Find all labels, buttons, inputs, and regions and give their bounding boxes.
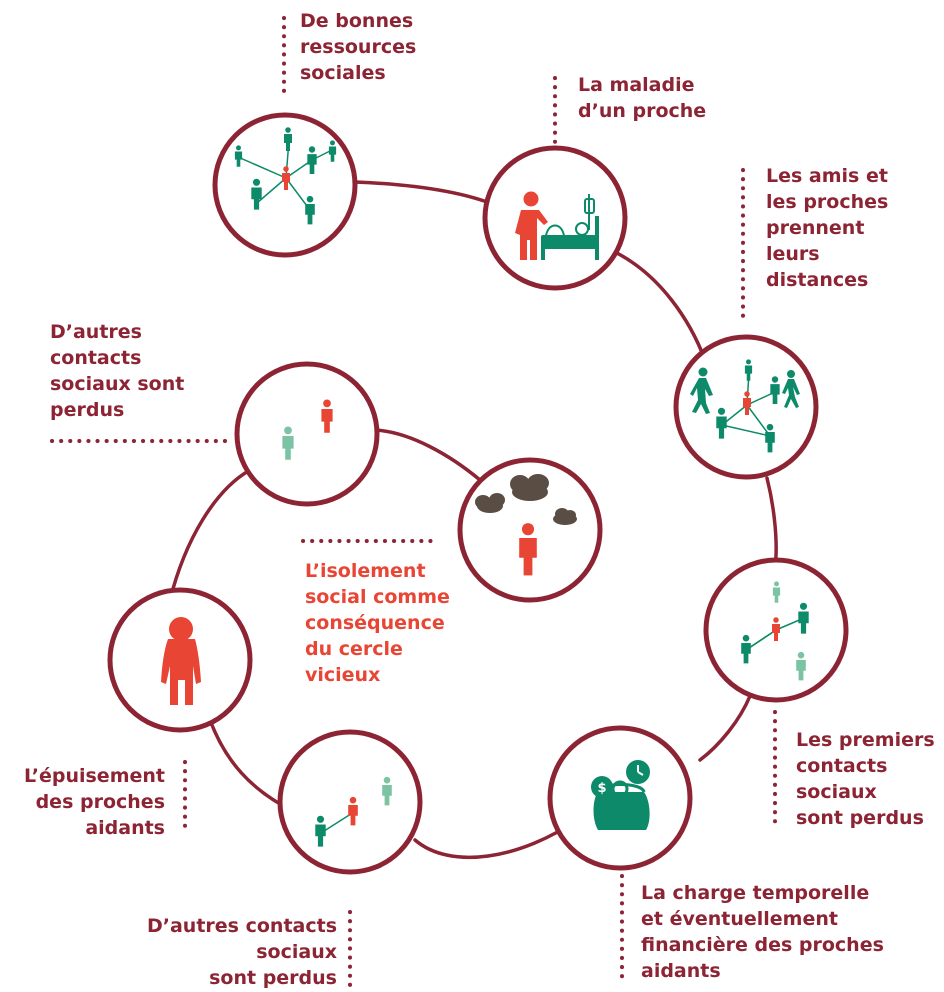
social-network-icon [212, 112, 358, 258]
label-isolation: L’isolement social comme conséquence du … [305, 560, 450, 686]
fewer-contacts-icon [703, 557, 849, 703]
two-contacts-icon [277, 729, 423, 875]
label-exhaustion: L’épuisement des proches aidants [24, 765, 165, 839]
svg-text:$: $ [597, 781, 606, 796]
cycle-path [168, 180, 778, 859]
label-other-contacts-top: D’autres contacts sociaux sont perdus [50, 321, 185, 421]
exhausted-person-icon [107, 587, 253, 733]
two-people-icon [234, 361, 380, 507]
money-purse-clock-icon: $ [547, 725, 693, 871]
label-social-resources: De bonnes ressources sociales [300, 10, 417, 84]
people-leaving-icon [673, 334, 819, 480]
label-other-contacts-bottom: D’autres contacts sociaux sont perdus [147, 915, 337, 989]
hospital-bed-icon [482, 145, 628, 291]
label-friends-distance: Les amis et les proches prennent leurs d… [766, 165, 889, 291]
label-time-burden: La charge temporelle et éventuellement f… [641, 882, 884, 982]
label-illness: La maladie d’un proche [578, 74, 707, 122]
label-first-contacts-lost: Les premiers contacts sociaux sont perdu… [796, 729, 935, 829]
dark-clouds-person-icon [457, 457, 603, 603]
